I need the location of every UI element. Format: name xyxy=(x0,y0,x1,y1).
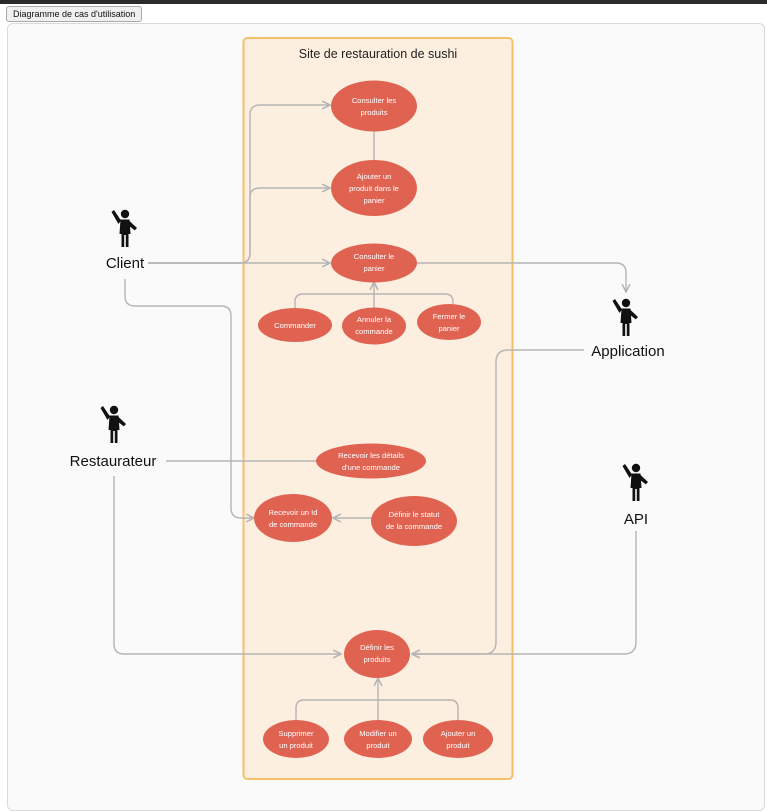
svg-text:produit: produit xyxy=(366,741,390,750)
restaurateur-actor-label: Restaurateur xyxy=(70,453,157,470)
svg-text:panier: panier xyxy=(438,324,460,333)
svg-text:Recevoir les détails: Recevoir les détails xyxy=(338,451,404,460)
svg-text:Définir les: Définir les xyxy=(360,643,394,652)
window-top-bar xyxy=(0,0,767,4)
svg-text:d'une commande: d'une commande xyxy=(342,463,400,472)
system-title: Site de restauration de sushi xyxy=(299,47,457,61)
api-actor-label: API xyxy=(624,511,648,528)
usecase-recevoir-details[interactable]: Recevoir les détails d'une commande xyxy=(316,443,426,479)
svg-text:Recevoir un Id: Recevoir un Id xyxy=(269,508,318,517)
usecase-recevoir-id[interactable]: Recevoir un Id de commande xyxy=(254,494,332,542)
svg-text:un produit: un produit xyxy=(279,741,314,750)
svg-text:Consulter le: Consulter le xyxy=(354,252,395,261)
svg-text:Modifier un: Modifier un xyxy=(359,729,397,738)
client-actor-icon[interactable] xyxy=(111,209,138,247)
usecase-modifier-produit[interactable]: Modifier un produit xyxy=(344,720,412,758)
svg-text:produits: produits xyxy=(360,108,387,117)
association-lines xyxy=(113,105,637,720)
svg-text:Ajouter un: Ajouter un xyxy=(441,729,476,738)
svg-text:Fermer le: Fermer le xyxy=(433,312,466,321)
svg-text:Annuler la: Annuler la xyxy=(357,315,392,324)
restaurateur-actor-icon[interactable] xyxy=(100,405,127,443)
svg-text:de la commande: de la commande xyxy=(386,522,442,531)
system-boundary xyxy=(242,37,514,780)
usecase-ajouter-produit[interactable]: Ajouter un produit xyxy=(423,720,493,758)
application-actor-icon[interactable] xyxy=(612,298,639,336)
usecase-ajouter-produit-panier[interactable]: Ajouter un produit dans le panier xyxy=(331,160,417,216)
usecase-supprimer-produit[interactable]: Supprimer un produit xyxy=(263,720,329,758)
svg-text:Commander: Commander xyxy=(274,321,316,330)
svg-text:panier: panier xyxy=(363,264,385,273)
svg-text:panier: panier xyxy=(363,196,385,205)
usecase-definir-statut[interactable]: Définir le statut de la commande xyxy=(371,496,457,546)
svg-text:Ajouter un: Ajouter un xyxy=(357,172,392,181)
diagram-tab[interactable]: Diagramme de cas d'utilisation xyxy=(6,6,143,22)
usecase-commander[interactable]: Commander xyxy=(258,308,332,342)
usecase-annuler-commande[interactable]: Annuler la commande xyxy=(342,307,406,345)
usecase-definir-produits[interactable]: Définir les produits xyxy=(344,630,410,678)
svg-text:Supprimer: Supprimer xyxy=(278,729,313,738)
application-actor-label: Application xyxy=(591,343,664,360)
svg-text:produit dans le: produit dans le xyxy=(349,184,399,193)
usecase-consulter-produits[interactable]: Consulter les produits xyxy=(331,80,417,132)
svg-text:de commande: de commande xyxy=(269,520,317,529)
usecase-consulter-panier[interactable]: Consulter le panier xyxy=(331,243,417,283)
svg-text:Consulter les: Consulter les xyxy=(352,96,397,105)
usecase-fermer-panier[interactable]: Fermer le panier xyxy=(417,304,481,340)
svg-text:produit: produit xyxy=(446,741,470,750)
svg-text:commande: commande xyxy=(355,327,393,336)
svg-text:produits: produits xyxy=(363,655,390,664)
client-actor-label: Client xyxy=(106,255,145,272)
svg-text:Définir le statut: Définir le statut xyxy=(389,510,441,519)
api-actor-icon[interactable] xyxy=(622,463,649,501)
